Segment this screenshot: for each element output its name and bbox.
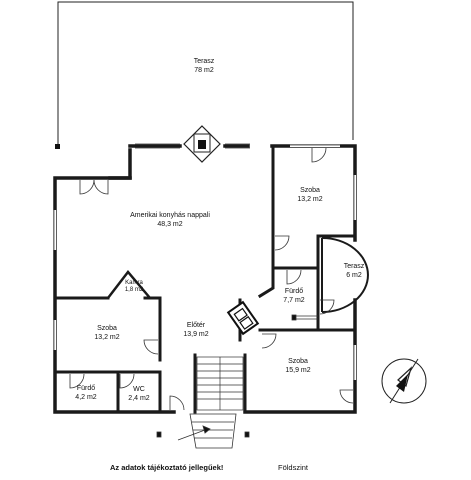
room-name: WC xyxy=(133,386,145,393)
room-area: 13,2 m2 xyxy=(94,334,120,341)
room-label-bath-w: Fürdő 4,2 m2 xyxy=(75,384,96,402)
room-name: Szoba xyxy=(97,325,117,332)
terrace-post xyxy=(55,144,60,149)
room-area: 4,2 m2 xyxy=(75,394,97,401)
room-name: Szoba xyxy=(300,187,320,194)
pantry-walls xyxy=(107,270,151,299)
room-name: Szoba xyxy=(288,358,308,365)
room-name: Amerikai konyhás nappali xyxy=(130,212,210,219)
terrace-outline xyxy=(57,1,354,146)
windows-top xyxy=(135,143,250,149)
room-name: Fürdő xyxy=(76,385,96,392)
level-label: Földszint xyxy=(278,463,309,472)
room-name: Előtér xyxy=(186,322,206,329)
room-label-terrace-main: Terasz 78 m2 xyxy=(194,57,215,75)
room-area: 1,8 m2 xyxy=(124,287,144,293)
room-label-room-se: Szoba 15,9 m2 xyxy=(285,357,310,375)
room-area: 48,3 m2 xyxy=(157,221,183,228)
compass-icon xyxy=(381,358,427,404)
doors xyxy=(69,147,354,411)
room-name: Fürdő xyxy=(284,288,304,295)
room-label-pantry: Kamra 1,8 m2 xyxy=(125,280,143,294)
room-label-living: Amerikai konyhás nappali 48,3 m2 xyxy=(130,211,210,229)
room-area: 13,2 m2 xyxy=(297,196,323,203)
chimney xyxy=(226,300,260,336)
room-label-wc: WC 2,4 m2 xyxy=(128,385,149,403)
room-area: 6 m2 xyxy=(346,272,362,279)
room-label-room-ne: Szoba 13,2 m2 xyxy=(297,186,322,204)
room-area: 13,9 m2 xyxy=(183,331,209,338)
room-name: Terasz xyxy=(343,263,365,270)
room-area: 78 m2 xyxy=(194,67,214,74)
fireplace xyxy=(183,125,221,163)
bath-fixture xyxy=(291,314,318,321)
room-label-room-w: Szoba 13,2 m2 xyxy=(94,324,119,342)
staircase xyxy=(196,356,244,411)
room-area: 7,7 m2 xyxy=(283,297,305,304)
room-name: Terasz xyxy=(193,58,215,65)
window-glass xyxy=(53,144,357,380)
room-name: Kamra xyxy=(125,280,143,286)
room-label-hall: Előtér 13,9 m2 xyxy=(183,321,208,339)
room-label-terrace-small: Terasz 6 m2 xyxy=(344,262,365,280)
room-area: 2,4 m2 xyxy=(128,395,150,402)
room-label-bath-e: Fürdő 7,7 m2 xyxy=(283,287,304,305)
window-marks xyxy=(53,144,357,380)
room-area: 15,9 m2 xyxy=(285,367,311,374)
disclaimer-text: Az adatok tájékoztató jellegűek! xyxy=(110,463,224,472)
entrance-steps xyxy=(156,413,250,449)
